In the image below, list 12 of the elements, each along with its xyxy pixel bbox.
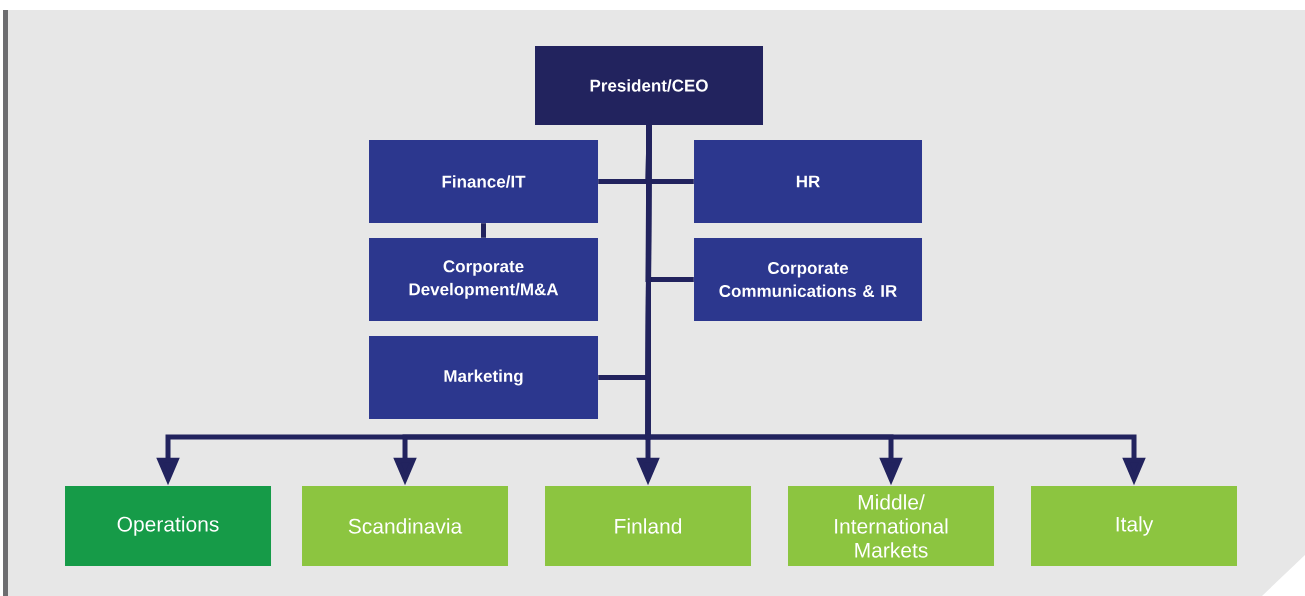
region-box: Italy: [1031, 486, 1237, 566]
region-box: Operations: [65, 486, 271, 566]
connector-line: [481, 223, 486, 238]
region-box: Scandinavia: [302, 486, 508, 566]
org-box: Finance/IT: [369, 140, 598, 223]
org-box: Marketing: [369, 336, 598, 419]
org-box: HR: [694, 140, 922, 223]
org-box: Corporate Development/M&A: [369, 238, 598, 321]
org-box: President/CEO: [535, 46, 763, 125]
region-box: Finland: [545, 486, 751, 566]
region-box: Middle/ International Markets: [788, 486, 994, 566]
org-box: Corporate Communications & IR: [694, 238, 922, 321]
